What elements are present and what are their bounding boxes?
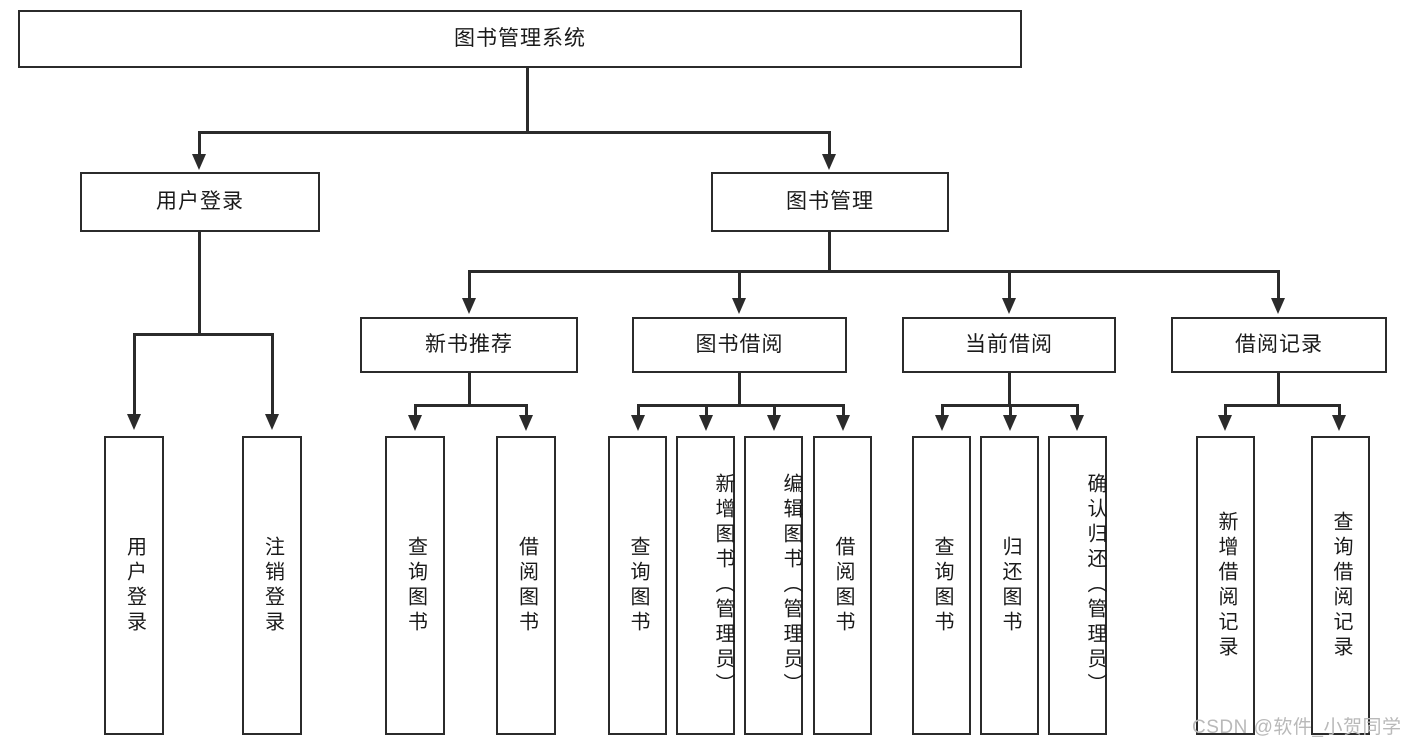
edge-user-login-stem bbox=[198, 232, 201, 335]
edge-root-bus bbox=[198, 131, 831, 134]
arrow-to-leaf-query-book-2 bbox=[631, 415, 645, 431]
arrow-to-leaf-confirm-return bbox=[1070, 415, 1084, 431]
edge-root-to-user-login bbox=[198, 131, 201, 156]
edge-br-branch-2 bbox=[1338, 404, 1341, 418]
leaf-query-book-3[interactable]: 查询图书 bbox=[912, 436, 971, 735]
node-user-login[interactable]: 用户登录 bbox=[80, 172, 320, 232]
edge-bm-branch-3 bbox=[1008, 270, 1011, 300]
node-label: 查询图书 bbox=[931, 535, 953, 636]
edge-bm-branch-4 bbox=[1277, 270, 1280, 300]
csdn-watermark: CSDN @软件_小贺同学 bbox=[1192, 717, 1402, 738]
edge-nbr-branch-2 bbox=[525, 404, 528, 418]
leaf-query-borrow-record[interactable]: 查询借阅记录 bbox=[1311, 436, 1370, 735]
leaf-add-book[interactable]: 新增图书（管理员） bbox=[676, 436, 735, 735]
edge-bb-branch-3 bbox=[773, 404, 776, 418]
arrow-to-leaf-logout-login bbox=[265, 414, 279, 430]
arrow-root-to-user-login bbox=[192, 154, 206, 170]
leaf-borrow-book-1[interactable]: 借阅图书 bbox=[496, 436, 556, 735]
edge-cb-branch-3 bbox=[1076, 404, 1079, 418]
node-label: 注销登录 bbox=[261, 535, 284, 636]
arrow-to-book-borrow bbox=[732, 298, 746, 314]
node-label: 新书推荐 bbox=[425, 333, 513, 357]
node-label: 新增借阅记录 bbox=[1215, 510, 1237, 661]
edge-br-bus bbox=[1224, 404, 1341, 407]
edge-br-stem bbox=[1277, 373, 1280, 406]
node-label: 归还图书 bbox=[999, 535, 1021, 636]
node-label: 借阅记录 bbox=[1235, 333, 1323, 357]
node-label: 借阅图书 bbox=[832, 535, 854, 636]
edge-bb-branch-4 bbox=[842, 404, 845, 418]
edge-nbr-stem bbox=[468, 373, 471, 406]
node-label: 借阅图书 bbox=[515, 535, 538, 636]
arrow-to-leaf-borrow-book-2 bbox=[836, 415, 850, 431]
node-label: 编辑图书（管理员） bbox=[780, 473, 802, 698]
edge-book-management-stem bbox=[828, 232, 831, 272]
node-new-book-recommend[interactable]: 新书推荐 bbox=[360, 317, 578, 373]
leaf-query-book-1[interactable]: 查询图书 bbox=[385, 436, 445, 735]
arrow-to-current-borrow bbox=[1002, 298, 1016, 314]
leaf-confirm-return[interactable]: 确认归还（管理员） bbox=[1048, 436, 1107, 735]
edge-bm-branch-1 bbox=[468, 270, 471, 300]
arrow-to-leaf-borrow-book-1 bbox=[519, 415, 533, 431]
edge-root-stem bbox=[526, 68, 529, 133]
node-current-borrow[interactable]: 当前借阅 bbox=[902, 317, 1116, 373]
edge-bb-branch-1 bbox=[637, 404, 640, 418]
edge-nbr-branch-1 bbox=[414, 404, 417, 418]
leaf-user-login[interactable]: 用户登录 bbox=[104, 436, 164, 735]
node-label: 图书借阅 bbox=[695, 333, 784, 357]
leaf-query-book-2[interactable]: 查询图书 bbox=[608, 436, 667, 735]
arrow-to-leaf-edit-book bbox=[767, 415, 781, 431]
edge-br-branch-1 bbox=[1224, 404, 1227, 418]
arrow-to-leaf-user-login bbox=[127, 414, 141, 430]
arrow-root-to-book-management bbox=[822, 154, 836, 170]
arrow-to-leaf-add-book bbox=[699, 415, 713, 431]
arrow-to-new-book-recommend bbox=[462, 298, 476, 314]
edge-user-login-branch-1 bbox=[133, 333, 136, 416]
leaf-edit-book[interactable]: 编辑图书（管理员） bbox=[744, 436, 803, 735]
node-label: 查询借阅记录 bbox=[1330, 510, 1352, 661]
edge-cb-branch-1 bbox=[941, 404, 944, 418]
edge-user-login-branch-2 bbox=[271, 333, 274, 416]
arrow-to-leaf-query-book-1 bbox=[408, 415, 422, 431]
node-label: 新增图书（管理员） bbox=[712, 473, 734, 698]
arrow-to-leaf-return-book bbox=[1003, 415, 1017, 431]
edge-root-to-book-management bbox=[828, 131, 831, 156]
arrow-to-borrow-record bbox=[1271, 298, 1285, 314]
node-label: 用户登录 bbox=[123, 535, 146, 636]
node-label: 图书管理系统 bbox=[454, 27, 586, 51]
node-label: 查询图书 bbox=[627, 535, 649, 636]
edge-bb-stem bbox=[738, 373, 741, 406]
edge-bb-bus bbox=[637, 404, 845, 407]
node-book-management[interactable]: 图书管理 bbox=[711, 172, 949, 232]
leaf-borrow-book-2[interactable]: 借阅图书 bbox=[813, 436, 872, 735]
node-label: 查询图书 bbox=[404, 535, 427, 636]
arrow-to-leaf-query-book-3 bbox=[935, 415, 949, 431]
arrow-to-leaf-query-borrow-record bbox=[1332, 415, 1346, 431]
edge-bm-branch-2 bbox=[738, 270, 741, 300]
node-label: 确认归还（管理员） bbox=[1084, 473, 1106, 698]
edge-bb-branch-2 bbox=[705, 404, 708, 418]
leaf-add-borrow-record[interactable]: 新增借阅记录 bbox=[1196, 436, 1255, 735]
node-book-borrow[interactable]: 图书借阅 bbox=[632, 317, 847, 373]
node-borrow-record[interactable]: 借阅记录 bbox=[1171, 317, 1387, 373]
edge-cb-branch-2 bbox=[1009, 404, 1012, 418]
node-book-management-system[interactable]: 图书管理系统 bbox=[18, 10, 1022, 68]
arrow-to-leaf-add-borrow-record bbox=[1218, 415, 1232, 431]
edge-nbr-bus bbox=[414, 404, 528, 407]
node-label: 当前借阅 bbox=[965, 333, 1053, 357]
node-label: 用户登录 bbox=[156, 190, 244, 214]
edge-book-management-bus bbox=[468, 270, 1280, 273]
leaf-return-book[interactable]: 归还图书 bbox=[980, 436, 1039, 735]
node-label: 图书管理 bbox=[786, 190, 874, 214]
edge-user-login-bus bbox=[133, 333, 274, 336]
edge-cb-stem bbox=[1008, 373, 1011, 406]
leaf-logout-login[interactable]: 注销登录 bbox=[242, 436, 302, 735]
